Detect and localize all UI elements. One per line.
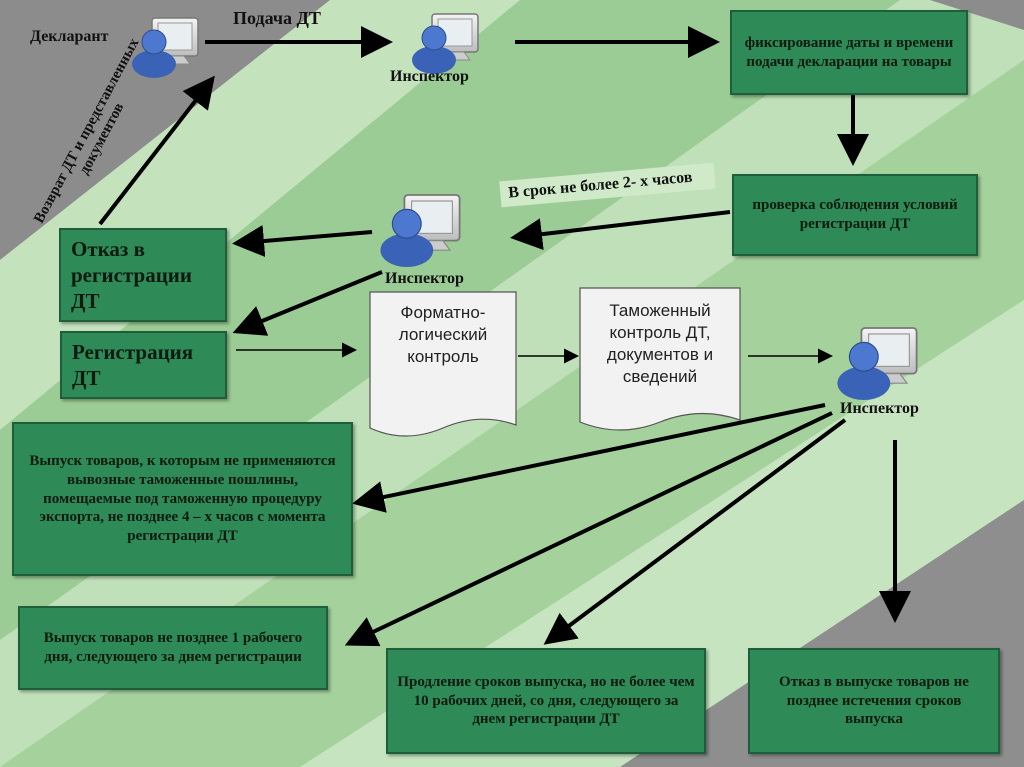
declarant-label: Декларант [30,28,109,45]
arrow [98,75,215,226]
refusal-release-box: Отказ в выпуске товаров не позднее истеч… [748,648,1000,754]
release-1day-box: Выпуск товаров не позднее 1 рабочего дня… [18,606,328,690]
arrow [543,418,847,645]
extension-box: Продление сроков выпуска, но не более че… [386,648,706,754]
registration-box: Регистрация ДТ [60,331,227,399]
check-conditions-box: проверка соблюдения условий регистрации … [732,174,978,256]
fix-date-box: фиксирование даты и времени подачи декла… [730,10,968,95]
arrow [232,225,373,257]
document-shape [369,291,517,437]
document-shape [579,287,741,431]
arrow [344,411,833,647]
inspector-label: Инспектор [840,400,919,417]
customs-control-text: Таможенный контроль ДТ, документов и све… [606,301,714,387]
refusal-registration-box: Отказ в регистрации ДТ [59,228,227,322]
release-export-box: Выпуск товаров, к которым не применяются… [12,422,353,576]
submit-label: Подача ДТ [233,8,321,28]
inspector-label: Инспектор [385,270,464,287]
arrow [232,270,383,336]
inspector-label: Инспектор [390,68,469,85]
arrow [510,210,731,251]
format-control-text: Форматно-логический контроль [398,303,488,367]
arrow [352,403,826,513]
